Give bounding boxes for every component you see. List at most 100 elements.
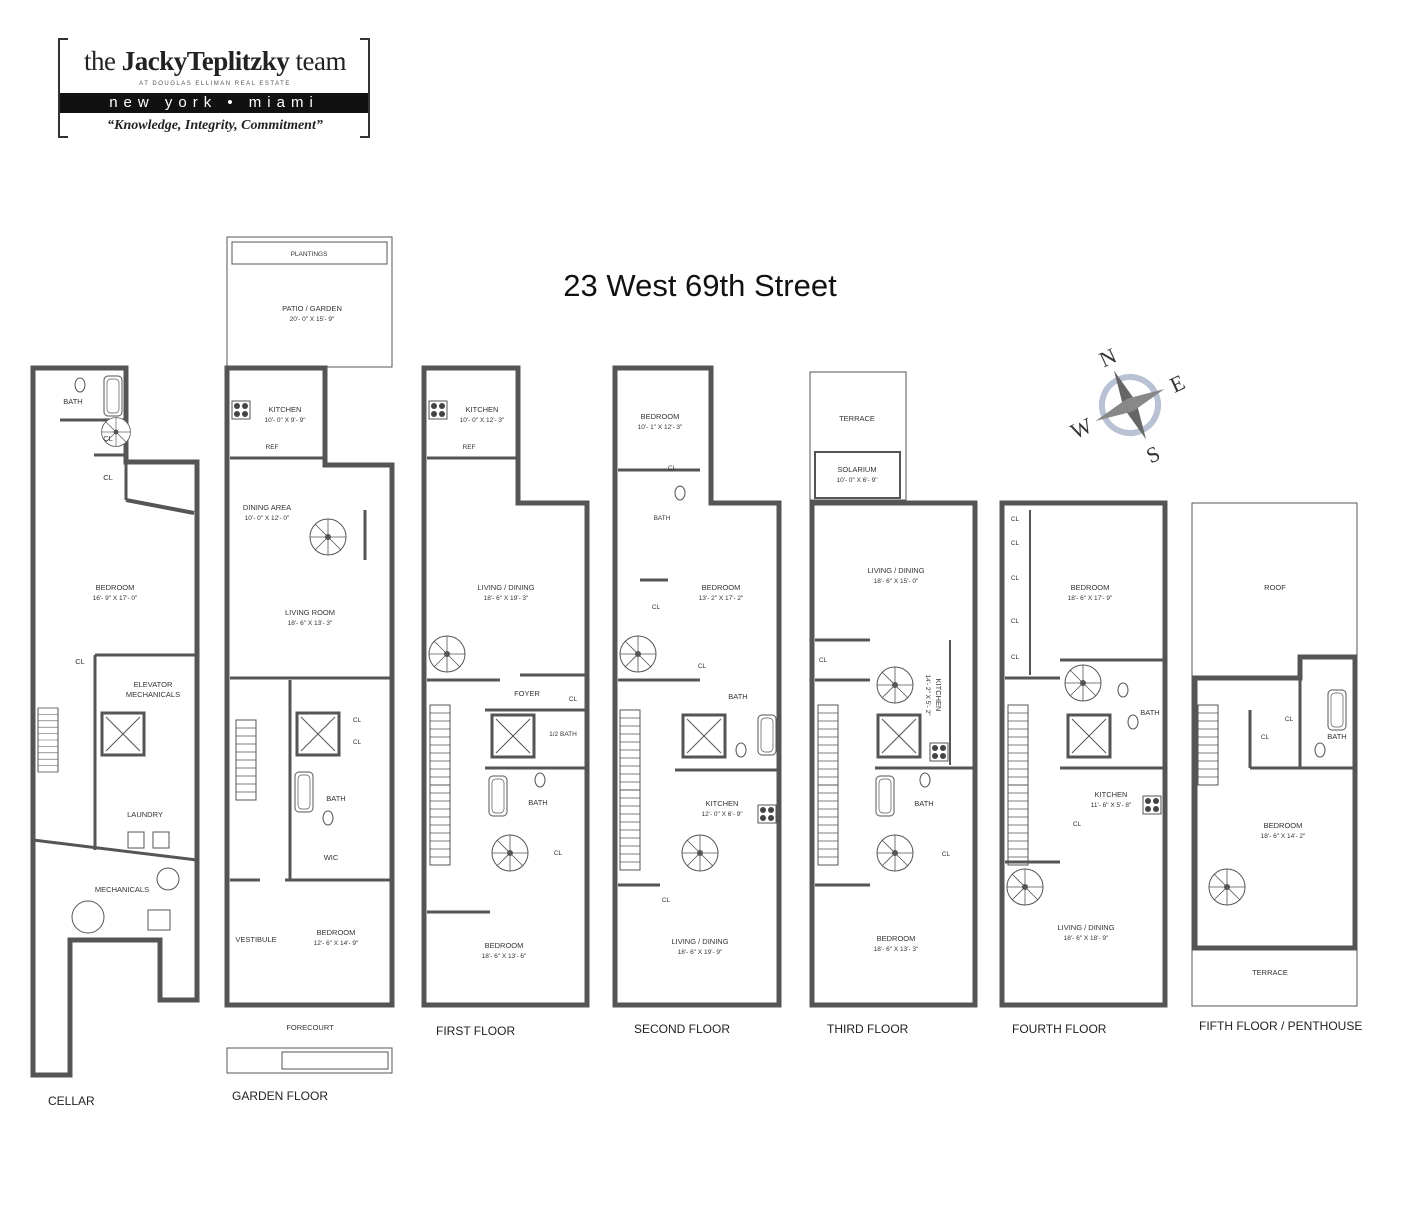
cellar-dryer-icon: [152, 831, 170, 849]
first-spiral-stair-icon-1: [428, 635, 466, 673]
second-tub-icon: [757, 714, 777, 756]
fourth-spiral-stair-icon-2: [1006, 868, 1044, 906]
compass-w: W: [1067, 412, 1097, 444]
first-labels: KITCHEN 10'- 0" X 12'- 3" REF LIVING / D…: [460, 405, 578, 960]
fifth-stair-icon: [1197, 704, 1219, 786]
second-bedroom2-label: BEDROOM: [702, 583, 741, 592]
garden-patio-label: PATIO / GARDEN: [282, 304, 342, 313]
third-labels: TERRACE SOLARIUM 10'- 0" X 6'- 9" LIVING…: [819, 414, 951, 953]
third-cl1-label: CL: [819, 657, 828, 664]
second-living-dim: 18'- 6" X 19'- 9": [678, 949, 723, 956]
fourth-cl2-label: CL: [1011, 540, 1020, 547]
first-stair-icon-1: [429, 704, 451, 786]
compass-e: E: [1166, 369, 1189, 397]
cellar-cl3-label: CL: [75, 657, 85, 666]
cellar-cl1-label: CL: [103, 434, 113, 443]
logo: the JackyTeplitzky team AT DOUGLAS ELLIM…: [58, 38, 370, 138]
fifth-spiral-stair-icon: [1208, 868, 1246, 906]
third-spiral-stair-icon-2: [876, 834, 914, 872]
first-bedroom-dim: 18'- 6" X 13'- 6": [482, 953, 527, 960]
fifth-cl2-label: CL: [1261, 734, 1270, 741]
second-labels: BEDROOM 10'- 1" X 12'- 3" CL BATH BEDROO…: [638, 412, 748, 956]
garden-dining-label: DINING AREA: [243, 503, 291, 512]
cellar-tank-icon: [71, 900, 105, 934]
garden-ref-label: REF: [266, 444, 279, 451]
first-tub-icon: [488, 775, 508, 817]
third-stove-icon: [929, 742, 949, 762]
garden-kitchen-dim: 10'- 0" X 9'- 9": [264, 417, 306, 424]
fourth-floor-label: FOURTH FLOOR: [1012, 1022, 1107, 1036]
third-spiral-stair-icon-1: [876, 666, 914, 704]
compass-s: S: [1142, 440, 1164, 468]
second-bedroom1-label: BEDROOM: [641, 412, 680, 421]
cellar-elevator-mech-label: MECHANICALS: [126, 690, 180, 699]
logo-bracket-right: [360, 38, 370, 138]
second-spiral-stair-icon-2: [681, 834, 719, 872]
cellar-mechanicals-label: MECHANICALS: [95, 885, 149, 894]
second-living-label: LIVING / DINING: [671, 937, 728, 946]
fifth-tub-icon: [1327, 689, 1347, 731]
fifth-floor-label: FIFTH FLOOR / PENTHOUSE: [1199, 1019, 1363, 1033]
garden-tub-icon: [294, 771, 314, 813]
garden-stair-icon: [235, 719, 257, 801]
cellar-stair-icon: [37, 707, 59, 773]
first-toilet-icon: [534, 772, 546, 788]
garden-stove-icon: [231, 400, 251, 420]
first-stair-icon-2: [429, 784, 451, 866]
garden-plantings-label: PLANTINGS: [291, 251, 329, 258]
third-elevator-icon: [876, 713, 922, 759]
third-bath-label: BATH: [914, 799, 933, 808]
garden-bath-label: BATH: [326, 794, 345, 803]
third-solarium-dim: 10'- 0" X 6'- 9": [836, 477, 878, 484]
first-bath-label: BATH: [528, 798, 547, 807]
logo-cities: new york • miami: [60, 93, 368, 113]
page-title: 23 West 69th Street: [563, 268, 837, 303]
first-stove-icon: [428, 400, 448, 420]
first-kitchen-dim: 10'- 0" X 12'- 3": [460, 417, 505, 424]
logo-suffix: team: [295, 46, 347, 76]
garden-forecourt-label: FORECOURT: [286, 1023, 334, 1032]
garden-bedroom-dim: 12'- 6" X 14'- 9": [314, 940, 359, 947]
cellar-tub-icon: [103, 375, 123, 417]
third-terrace-label: TERRACE: [839, 414, 875, 423]
third-living-dim: 18'- 6" X 15'- 0": [874, 578, 919, 585]
garden-bedroom-label: BEDROOM: [317, 928, 356, 937]
garden-elevator-icon: [295, 711, 341, 757]
fourth-cl5-label: CL: [1011, 654, 1020, 661]
fourth-toilet-icon-2: [1127, 714, 1139, 730]
fourth-toilet-icon: [1117, 682, 1129, 698]
fifth-bedroom-label: BEDROOM: [1264, 821, 1303, 830]
garden-living-dim: 18'- 6" X 13'- 3": [288, 620, 333, 627]
fourth-bedroom-dim: 18'- 6" X 17'- 9": [1068, 595, 1113, 602]
cellar-bedroom-dim: 16'- 9" X 17'- 0": [93, 595, 138, 602]
second-kitchen-dim: 12'- 0" X 6'- 9": [701, 811, 743, 818]
cellar-bedroom-label: BEDROOM: [96, 583, 135, 592]
third-kitchen-dim: 14'- 2" X 5'- 2": [924, 674, 931, 716]
fourth-elevator-icon: [1066, 713, 1112, 759]
first-halfbath-label: 1/2 BATH: [549, 731, 577, 738]
fifth-plan: [1191, 502, 1358, 1007]
first-living-dim: 18'- 6" X 19'- 3": [484, 595, 529, 602]
garden-cl1-label: CL: [353, 717, 362, 724]
fifth-bath-label: BATH: [1327, 732, 1346, 741]
fourth-bedroom-label: BEDROOM: [1071, 583, 1110, 592]
second-bedroom2-dim: 13'- 2" X 17'- 2": [699, 595, 744, 602]
second-floor-label: SECOND FLOOR: [634, 1022, 731, 1036]
fourth-spiral-stair-icon-1: [1064, 664, 1102, 702]
cellar-cl2-label: CL: [103, 473, 113, 482]
first-spiral-stair-icon-2: [491, 834, 529, 872]
fifth-roof-label: ROOF: [1264, 583, 1286, 592]
garden-plan: [224, 236, 395, 1074]
garden-patio-dim: 20'- 0" X 15'- 9": [290, 316, 335, 323]
first-cl1-label: CL: [569, 696, 578, 703]
cellar-washer-icon: [127, 831, 145, 849]
fourth-cl1-label: CL: [1011, 516, 1020, 523]
second-bath2-label: BATH: [728, 692, 747, 701]
third-stair-icon-1: [817, 704, 839, 786]
second-bedroom1-dim: 10'- 1" X 12'- 3": [638, 424, 683, 431]
second-spiral-stair-icon-1: [619, 635, 657, 673]
second-stove-icon: [757, 804, 777, 824]
first-cl2-label: CL: [554, 850, 563, 857]
fourth-cl6-label: CL: [1073, 821, 1082, 828]
third-solarium-label: SOLARIUM: [837, 465, 876, 474]
